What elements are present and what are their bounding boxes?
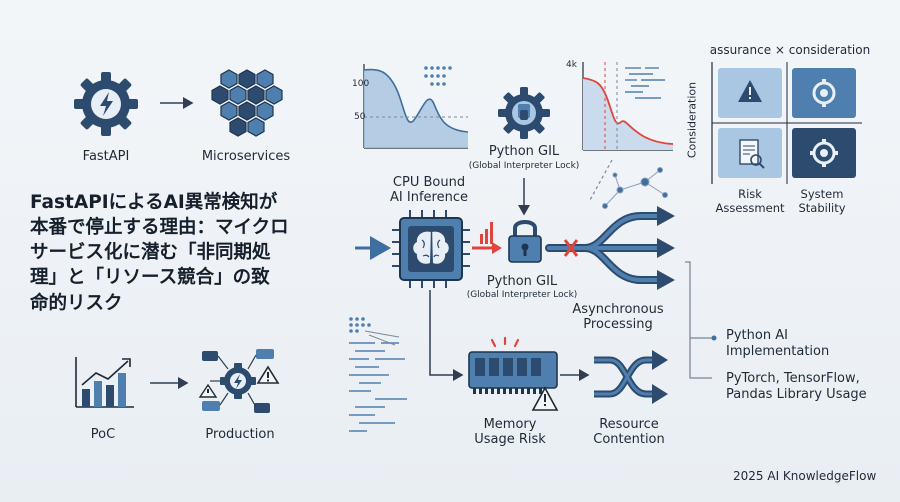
document-search-icon — [739, 139, 765, 169]
settings-icon-top — [812, 79, 836, 107]
cpu-brain-chip-icon — [392, 210, 470, 288]
python-ai-note: Python AI — [726, 328, 788, 343]
shuffle-arrows-icon — [594, 350, 668, 404]
matrix-title: assurance × consideration — [709, 43, 871, 57]
cpu-bound-label: CPU Bound — [392, 175, 466, 190]
title-line-2: 本番で停止する理由：マイクロ — [30, 217, 289, 239]
blocked-x-icon — [563, 239, 579, 257]
fastapi-label: FastAPI — [82, 149, 130, 164]
microservices-hex-icon — [211, 69, 283, 137]
code-snippet-decoration — [349, 317, 407, 432]
left-chart-tick-50: 50 — [354, 112, 366, 122]
lock-icon — [508, 220, 542, 263]
python-ai-note-2: Implementation — [726, 344, 830, 359]
poc-growth-chart-icon — [75, 357, 134, 408]
title-line-4: 理」と「リソース競合」の致 — [30, 267, 270, 289]
left-chart-tick-100: 100 — [352, 79, 370, 89]
cpu-bound-sublabel: AI Inference — [390, 190, 468, 205]
footer-credit: 2025 AI KnowledgeFlow — [733, 469, 877, 483]
async-sublabel: Processing — [583, 317, 653, 332]
red-contention-arrow — [472, 222, 502, 254]
warning-icon — [738, 80, 762, 102]
gil-mid-label: Python GIL — [486, 274, 558, 289]
gil-mid-sublabel: (Global Interpreter Lock) — [466, 290, 578, 300]
async-branch-arrows — [545, 206, 675, 290]
memory-label: Memory — [483, 417, 537, 432]
matrix-y-axis-label: Consideration — [685, 81, 699, 159]
poc-label: PoC — [90, 427, 116, 442]
fastapi-gear-icon — [74, 72, 138, 136]
main-title: FastAPIによるAI異常検知が 本番で停止する理由：マイクロ サービス化に潜… — [30, 190, 330, 316]
memory-module-icon — [468, 336, 559, 411]
right-chart-tick-4k: 4k — [566, 60, 577, 70]
title-line-1: FastAPIによるAI異常検知が — [30, 192, 278, 213]
matrix-system-label: System — [800, 187, 844, 201]
title-line-5: 命的リスク — [30, 292, 123, 314]
resource-sublabel: Contention — [593, 432, 665, 447]
title-line-3: サービス化に潜む「非同期処 — [30, 242, 271, 264]
async-label: Asynchronous — [572, 302, 664, 317]
gil-top-sublabel: (Global Interpreter Lock) — [468, 161, 580, 171]
gear-icon-bottom — [810, 139, 838, 167]
arrow-cpu-to-memory — [429, 290, 464, 381]
libraries-note: PyTorch, TensorFlow, — [726, 371, 860, 386]
python-gil-gear-icon — [498, 87, 550, 139]
matrix-risk-sublabel: Assessment — [715, 201, 785, 215]
resource-label: Resource — [599, 417, 659, 432]
microservices-label: Microservices — [201, 149, 291, 164]
load-line-chart — [363, 64, 469, 149]
assurance-consideration-matrix — [711, 62, 862, 184]
production-label: Production — [205, 427, 275, 442]
matrix-risk-label: Risk — [738, 187, 762, 201]
memory-sublabel: Usage Risk — [474, 432, 546, 447]
libraries-note-2: Pandas Library Usage — [726, 387, 867, 402]
production-gear-icon — [198, 349, 280, 413]
gil-top-label: Python GIL — [488, 144, 560, 159]
matrix-system-sublabel: Stability — [798, 201, 846, 215]
latency-line-chart — [582, 62, 674, 151]
network-nodes-decoration — [602, 167, 668, 209]
